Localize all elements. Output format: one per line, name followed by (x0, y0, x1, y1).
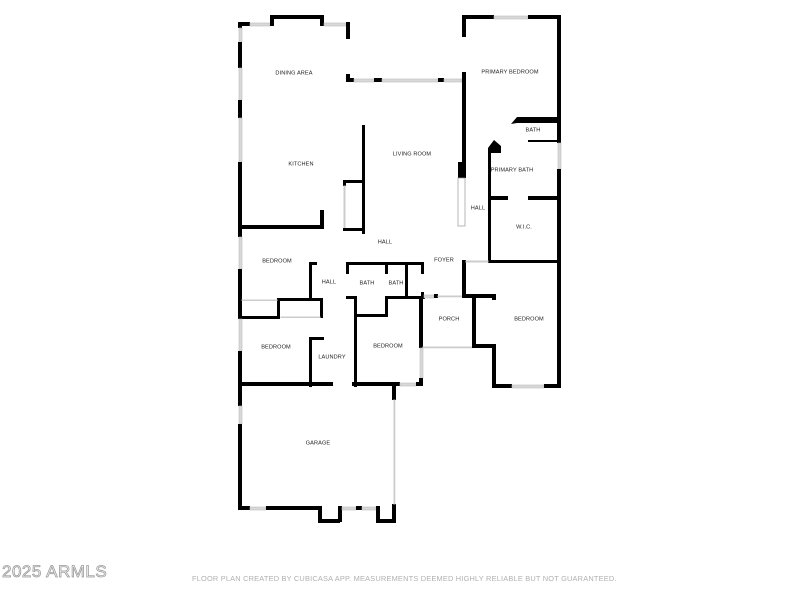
copyright-watermark: 2025 ARMLS (2, 562, 108, 582)
room-label-dining-area: DINING AREA (275, 70, 312, 76)
room-label-primary-bedroom: PRIMARY BEDROOM (481, 69, 538, 75)
room-label-living-room: LIVING ROOM (393, 151, 432, 157)
room-label-porch: PORCH (439, 316, 460, 322)
room-label-wic: W.I.C. (516, 224, 532, 230)
disclaimer-text: FLOOR PLAN CREATED BY CUBICASA APP. MEAS… (192, 574, 617, 583)
room-label-hall-west: HALL (322, 279, 336, 285)
room-label-kitchen: KITCHEN (288, 161, 313, 167)
room-label-laundry: LAUNDRY (318, 354, 345, 360)
walls (238, 15, 562, 523)
room-label-primary-bath-small: BATH (526, 127, 541, 133)
room-label-bedroom-nw: BEDROOM (262, 258, 292, 264)
room-label-hall-east: HALL (471, 205, 485, 211)
room-label-garage: GARAGE (306, 440, 331, 446)
room-label-foyer: FOYER (434, 257, 454, 263)
room-label-bedroom-sw: BEDROOM (261, 344, 291, 350)
room-label-bedroom-center: BEDROOM (373, 343, 403, 349)
room-labels: DINING AREA KITCHEN LIVING ROOM PRIMARY … (261, 69, 544, 446)
room-label-primary-bath: PRIMARY BATH (491, 167, 534, 173)
room-label-bath-2: BATH (389, 280, 404, 286)
room-label-hall-central: HALL (378, 239, 392, 245)
room-label-bedroom-east: BEDROOM (514, 316, 544, 322)
room-label-bath-1: BATH (360, 280, 375, 286)
